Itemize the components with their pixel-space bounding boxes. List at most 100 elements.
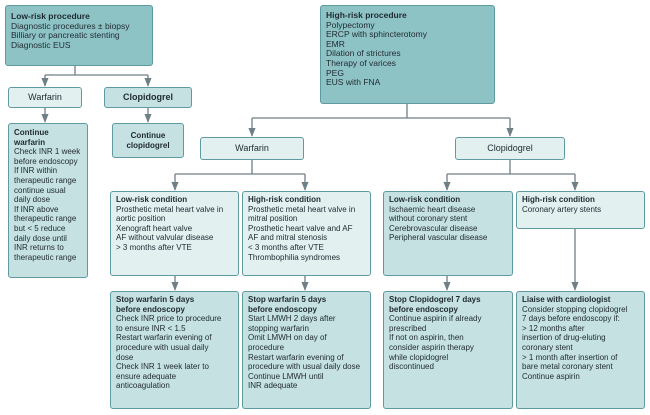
high-risk-procedure-item: ERCP with sphincterotomy — [326, 29, 427, 40]
continue-warfarin-title: Continue — [14, 128, 49, 137]
liaise-cardiologist-item: Consider stopping clopidogrel — [522, 304, 628, 314]
high-risk-procedure-title: High-risk procedure — [326, 10, 407, 20]
high-risk-procedure-item: PEG — [326, 67, 344, 78]
stop-clopidogrel-item: while clopidogrel — [389, 352, 449, 362]
low-clopidogrel-label: Clopidogrel — [123, 91, 173, 102]
warfarin-low-risk-condition-item: aortic position — [116, 214, 166, 224]
stop-warfarin-low-risk-box: Stop warfarin 5 days before endoscopy Ch… — [110, 291, 239, 409]
stop-warfarin-high-risk-item: stopping warfarin — [248, 323, 309, 333]
stop-clopidogrel-title: Stop Clopidogrel 7 days — [389, 295, 481, 304]
high-risk-procedure-item: EMR — [326, 38, 345, 49]
stop-clopidogrel-title: before endoscopy — [389, 304, 458, 314]
clopidogrel-high-risk-condition-item: Coronary artery stents — [522, 204, 602, 214]
high-warfarin-box: Warfarin — [200, 137, 304, 160]
warfarin-high-risk-condition-item: Thrombophilia syndromes — [248, 252, 341, 262]
stop-warfarin-high-risk-title: before endoscopy — [248, 304, 317, 314]
liaise-cardiologist-item: insertion of drug-eluting — [522, 333, 606, 343]
stop-warfarin-low-risk-item: procedure with usual daily — [116, 342, 209, 352]
stop-warfarin-low-risk-item: Check INR price to procedure — [116, 314, 222, 324]
low-warfarin-box: Warfarin — [8, 87, 82, 108]
warfarin-high-risk-condition-item: < 3 months after VTE — [248, 242, 324, 252]
continue-warfarin-item: but < 5 reduce — [14, 223, 66, 233]
stop-warfarin-high-risk-item: INR adequate — [248, 381, 298, 391]
continue-clopidogrel-title: clopidogrel — [126, 140, 170, 150]
low-risk-procedure-item: Billiary or pancreatic stenting — [11, 30, 120, 41]
liaise-cardiologist-item: Continue aspirin — [522, 371, 580, 381]
stop-clopidogrel-box: Stop Clopidogrel 7 days before endoscopy… — [383, 291, 513, 409]
stop-warfarin-low-risk-item: Check INR 1 week later to — [116, 362, 209, 372]
stop-warfarin-low-risk-item: dose — [116, 352, 134, 362]
liaise-cardiologist-title: Liaise with cardiologist — [522, 295, 611, 304]
stop-clopidogrel-item: If not on aspirin, then — [389, 333, 464, 343]
clopidogrel-low-risk-condition-box: Low-risk condition Ischaemic heart disea… — [383, 191, 513, 276]
continue-warfarin-item: therapeutic range — [14, 214, 77, 224]
clopidogrel-low-risk-condition-item: Peripheral vascular disease — [389, 233, 488, 243]
high-clopidogrel-label: Clopidogrel — [487, 142, 533, 153]
continue-warfarin-title: warfarin — [14, 137, 46, 147]
warfarin-low-risk-condition-item: AF without valvular disease — [116, 233, 214, 243]
stop-warfarin-high-risk-item: Continue LMWH until — [248, 371, 324, 381]
stop-clopidogrel-item: Continue aspirin if already — [389, 314, 482, 324]
liaise-cardiologist-item: > 12 months after — [522, 323, 585, 333]
stop-warfarin-low-risk-item: Restart warfarin evening of — [116, 333, 212, 343]
continue-warfarin-item: therapeutic range — [14, 175, 77, 185]
continue-warfarin-item: daily dose — [14, 195, 51, 205]
liaise-cardiologist-box: Liaise with cardiologist Consider stoppi… — [516, 291, 645, 409]
continue-warfarin-item: If INR within — [14, 166, 58, 176]
high-risk-procedure-box: High-risk procedure Polypectomy ERCP wit… — [320, 5, 495, 104]
stop-warfarin-low-risk-item: to ensure INR < 1.5 — [116, 323, 186, 333]
continue-clopidogrel-box: Continue clopidogrel — [112, 123, 184, 158]
continue-warfarin-item: Check INR 1 week — [14, 147, 81, 157]
low-clopidogrel-box: Clopidogrel — [104, 87, 192, 108]
liaise-cardiologist-item: coronary stent — [522, 342, 573, 352]
stop-warfarin-high-risk-item: Start LMWH 2 days after — [248, 314, 336, 324]
stop-clopidogrel-item: consider aspirin therapy — [389, 342, 474, 352]
warfarin-low-risk-condition-box: Low-risk condition Prosthetic metal hear… — [110, 191, 239, 276]
liaise-cardiologist-item: > 1 month after insertion of — [522, 352, 618, 362]
warfarin-high-risk-condition-item: AF and mitral stenosis — [248, 233, 328, 243]
stop-warfarin-high-risk-item: procedure with usual daily dose — [248, 362, 361, 372]
continue-warfarin-item: therapeutic range — [14, 252, 77, 262]
stop-warfarin-low-risk-title: Stop warfarin 5 days — [116, 295, 195, 304]
stop-warfarin-low-risk-item: anticoagulation — [116, 381, 170, 391]
warfarin-high-risk-condition-title: High-risk condition — [248, 195, 321, 204]
stop-warfarin-high-risk-item: procedure — [248, 342, 285, 352]
liaise-cardiologist-item: bare metal coronary stent — [522, 362, 613, 372]
warfarin-high-risk-condition-item: Prosthetic metal heart valve in — [248, 204, 356, 214]
stop-clopidogrel-item: prescribed — [389, 323, 427, 333]
high-risk-procedure-item: Polypectomy — [326, 19, 375, 30]
continue-warfarin-item: daily dose until — [14, 233, 67, 243]
high-risk-procedure-item: EUS with FNA — [326, 77, 381, 88]
stop-warfarin-high-risk-title: Stop warfarin 5 days — [248, 295, 327, 304]
warfarin-low-risk-condition-item: Prosthetic metal heart valve in — [116, 204, 224, 214]
continue-warfarin-item: before endoscopy — [14, 156, 78, 166]
clopidogrel-low-risk-condition-item: without coronary stent — [389, 214, 468, 224]
high-clopidogrel-box: Clopidogrel — [455, 137, 565, 160]
low-risk-procedure-item: Diagnostic procedures ± biopsy — [11, 20, 130, 31]
liaise-cardiologist-item: 7 days before endoscopy if: — [522, 314, 620, 324]
continue-warfarin-item: INR returns to — [14, 243, 64, 253]
continue-warfarin-item: continue usual — [14, 185, 66, 195]
clopidogrel-high-risk-condition-title: High-risk condition — [522, 195, 595, 204]
continue-warfarin-item: If INR above — [14, 204, 59, 214]
low-risk-procedure-box: Low-risk procedure Diagnostic procedures… — [5, 5, 153, 66]
low-warfarin-label: Warfarin — [28, 91, 62, 102]
clopidogrel-low-risk-condition-item: Cerebrovascular disease — [389, 223, 478, 233]
stop-warfarin-low-risk-title: before endoscopy — [116, 304, 185, 314]
clopidogrel-low-risk-condition-title: Low-risk condition — [389, 195, 461, 204]
stop-warfarin-high-risk-item: Restart warfarin evening of — [248, 352, 344, 362]
high-risk-procedure-item: Dilation of strictures — [326, 48, 401, 59]
warfarin-low-risk-condition-item: Xenograft heart valve — [116, 223, 193, 233]
stop-warfarin-high-risk-box: Stop warfarin 5 days before endoscopy St… — [242, 291, 371, 409]
stop-warfarin-low-risk-item: ensure adequate — [116, 371, 177, 381]
clopidogrel-low-risk-condition-item: Ischaemic heart disease — [389, 204, 476, 214]
stop-clopidogrel-item: discontinued — [389, 362, 434, 372]
continue-warfarin-box: Continue warfarin Check INR 1 week befor… — [8, 123, 88, 278]
stop-warfarin-high-risk-item: Omit LMWH on day of — [248, 333, 327, 343]
warfarin-high-risk-condition-item: mitral position — [248, 214, 298, 224]
warfarin-high-risk-condition-box: High-risk condition Prosthetic metal hea… — [242, 191, 371, 276]
warfarin-low-risk-condition-item: > 3 months after VTE — [116, 242, 192, 252]
warfarin-low-risk-condition-title: Low-risk condition — [116, 195, 188, 204]
warfarin-high-risk-condition-item: Prosthetic heart valve and AF — [248, 223, 353, 233]
